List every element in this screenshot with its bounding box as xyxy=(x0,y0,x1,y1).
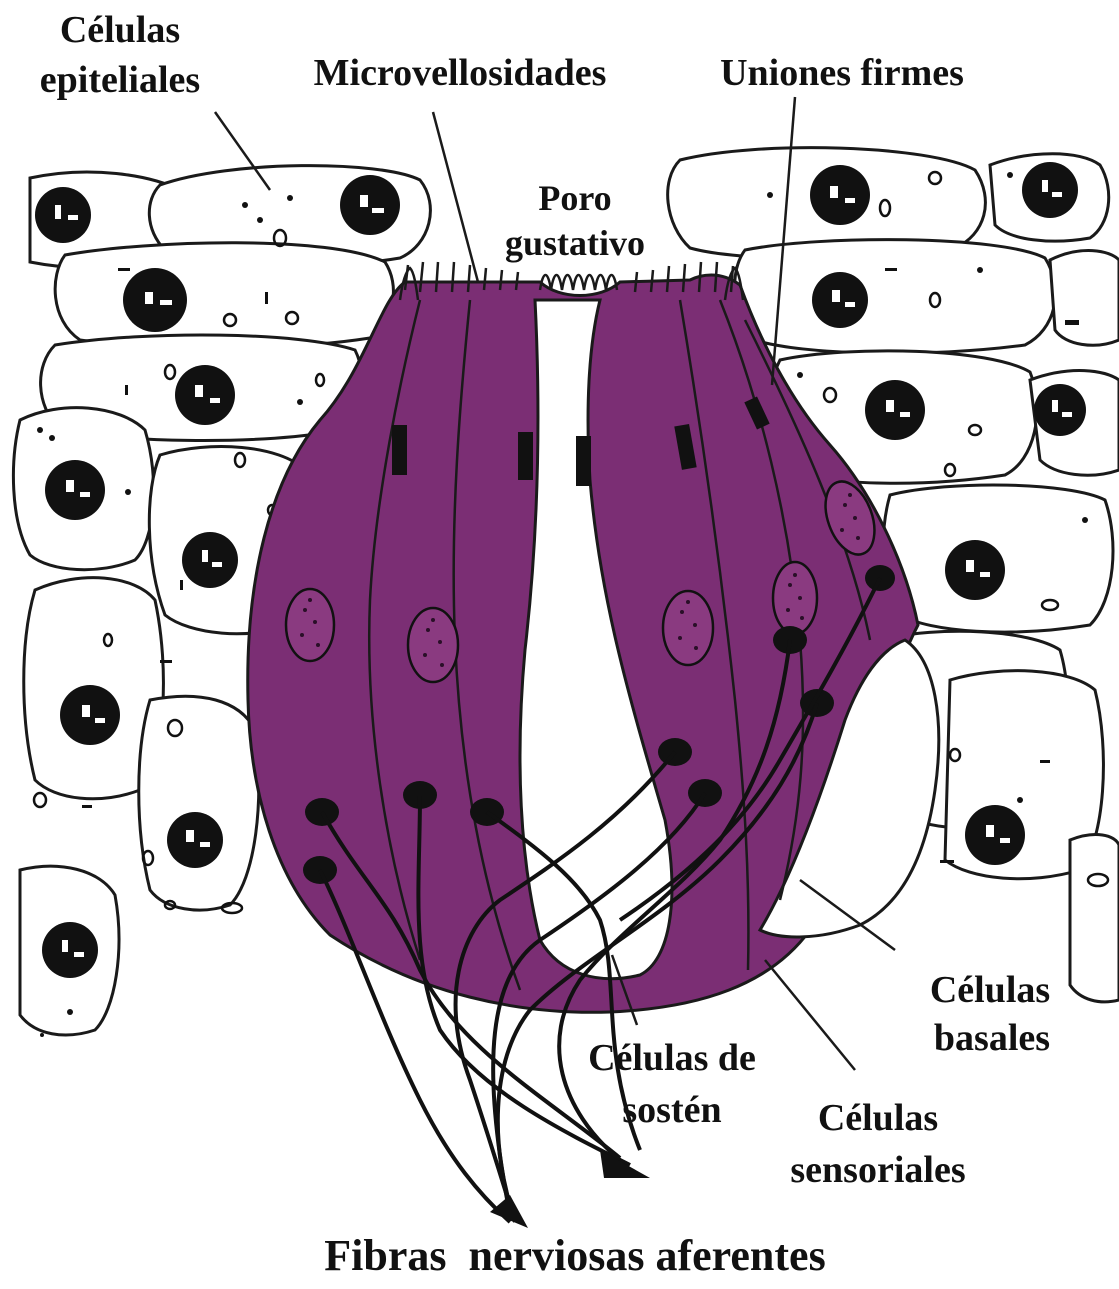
cell-nucleus xyxy=(45,460,105,520)
label-afferent-fibers: Fibras nerviosas aferentes xyxy=(324,1231,825,1280)
cell-nucleus xyxy=(965,805,1025,865)
leader-sensory xyxy=(765,960,855,1070)
tight-junction xyxy=(518,432,533,480)
epithelial-cell xyxy=(1070,835,1119,1002)
cell-nucleus xyxy=(167,812,223,868)
label-support-line1: Células de xyxy=(588,1037,756,1079)
cell-nucleus xyxy=(865,380,925,440)
tight-junction xyxy=(392,425,407,475)
label-sensory-line2: sensoriales xyxy=(790,1149,965,1191)
cell-nucleus xyxy=(175,365,235,425)
cell-nucleus xyxy=(42,922,98,978)
label-tight-junctions: Uniones firmes xyxy=(720,52,964,94)
epithelial-cell xyxy=(1050,251,1119,346)
label-basal-line2: basales xyxy=(934,1017,1050,1059)
cell-nucleus xyxy=(35,187,91,243)
cell-nucleus xyxy=(945,540,1005,600)
cell-nucleus xyxy=(123,268,187,332)
label-support-line2: sostén xyxy=(622,1089,721,1131)
cell-nucleus xyxy=(340,175,400,235)
cell-nucleus xyxy=(1034,384,1086,436)
label-basal-line1: Células xyxy=(930,969,1050,1011)
label-taste-pore-line2: gustativo xyxy=(505,223,645,263)
epithelial-cell xyxy=(139,696,259,910)
leader-microvilli xyxy=(433,112,478,282)
label-epithelial-line2: epiteliales xyxy=(40,59,200,101)
label-microvilli: Microvellosidades xyxy=(314,52,607,94)
epithelial-cell xyxy=(55,243,393,348)
cell-nucleus xyxy=(182,532,238,588)
label-epithelial-line1: Células xyxy=(60,9,180,51)
cell-nucleus xyxy=(810,165,870,225)
tight-junction xyxy=(576,436,591,486)
cell-nucleus xyxy=(1022,162,1078,218)
label-sensory-line1: Células xyxy=(818,1097,938,1139)
label-taste-pore-line1: Poro xyxy=(538,178,611,218)
sensory-nucleus xyxy=(773,562,817,634)
